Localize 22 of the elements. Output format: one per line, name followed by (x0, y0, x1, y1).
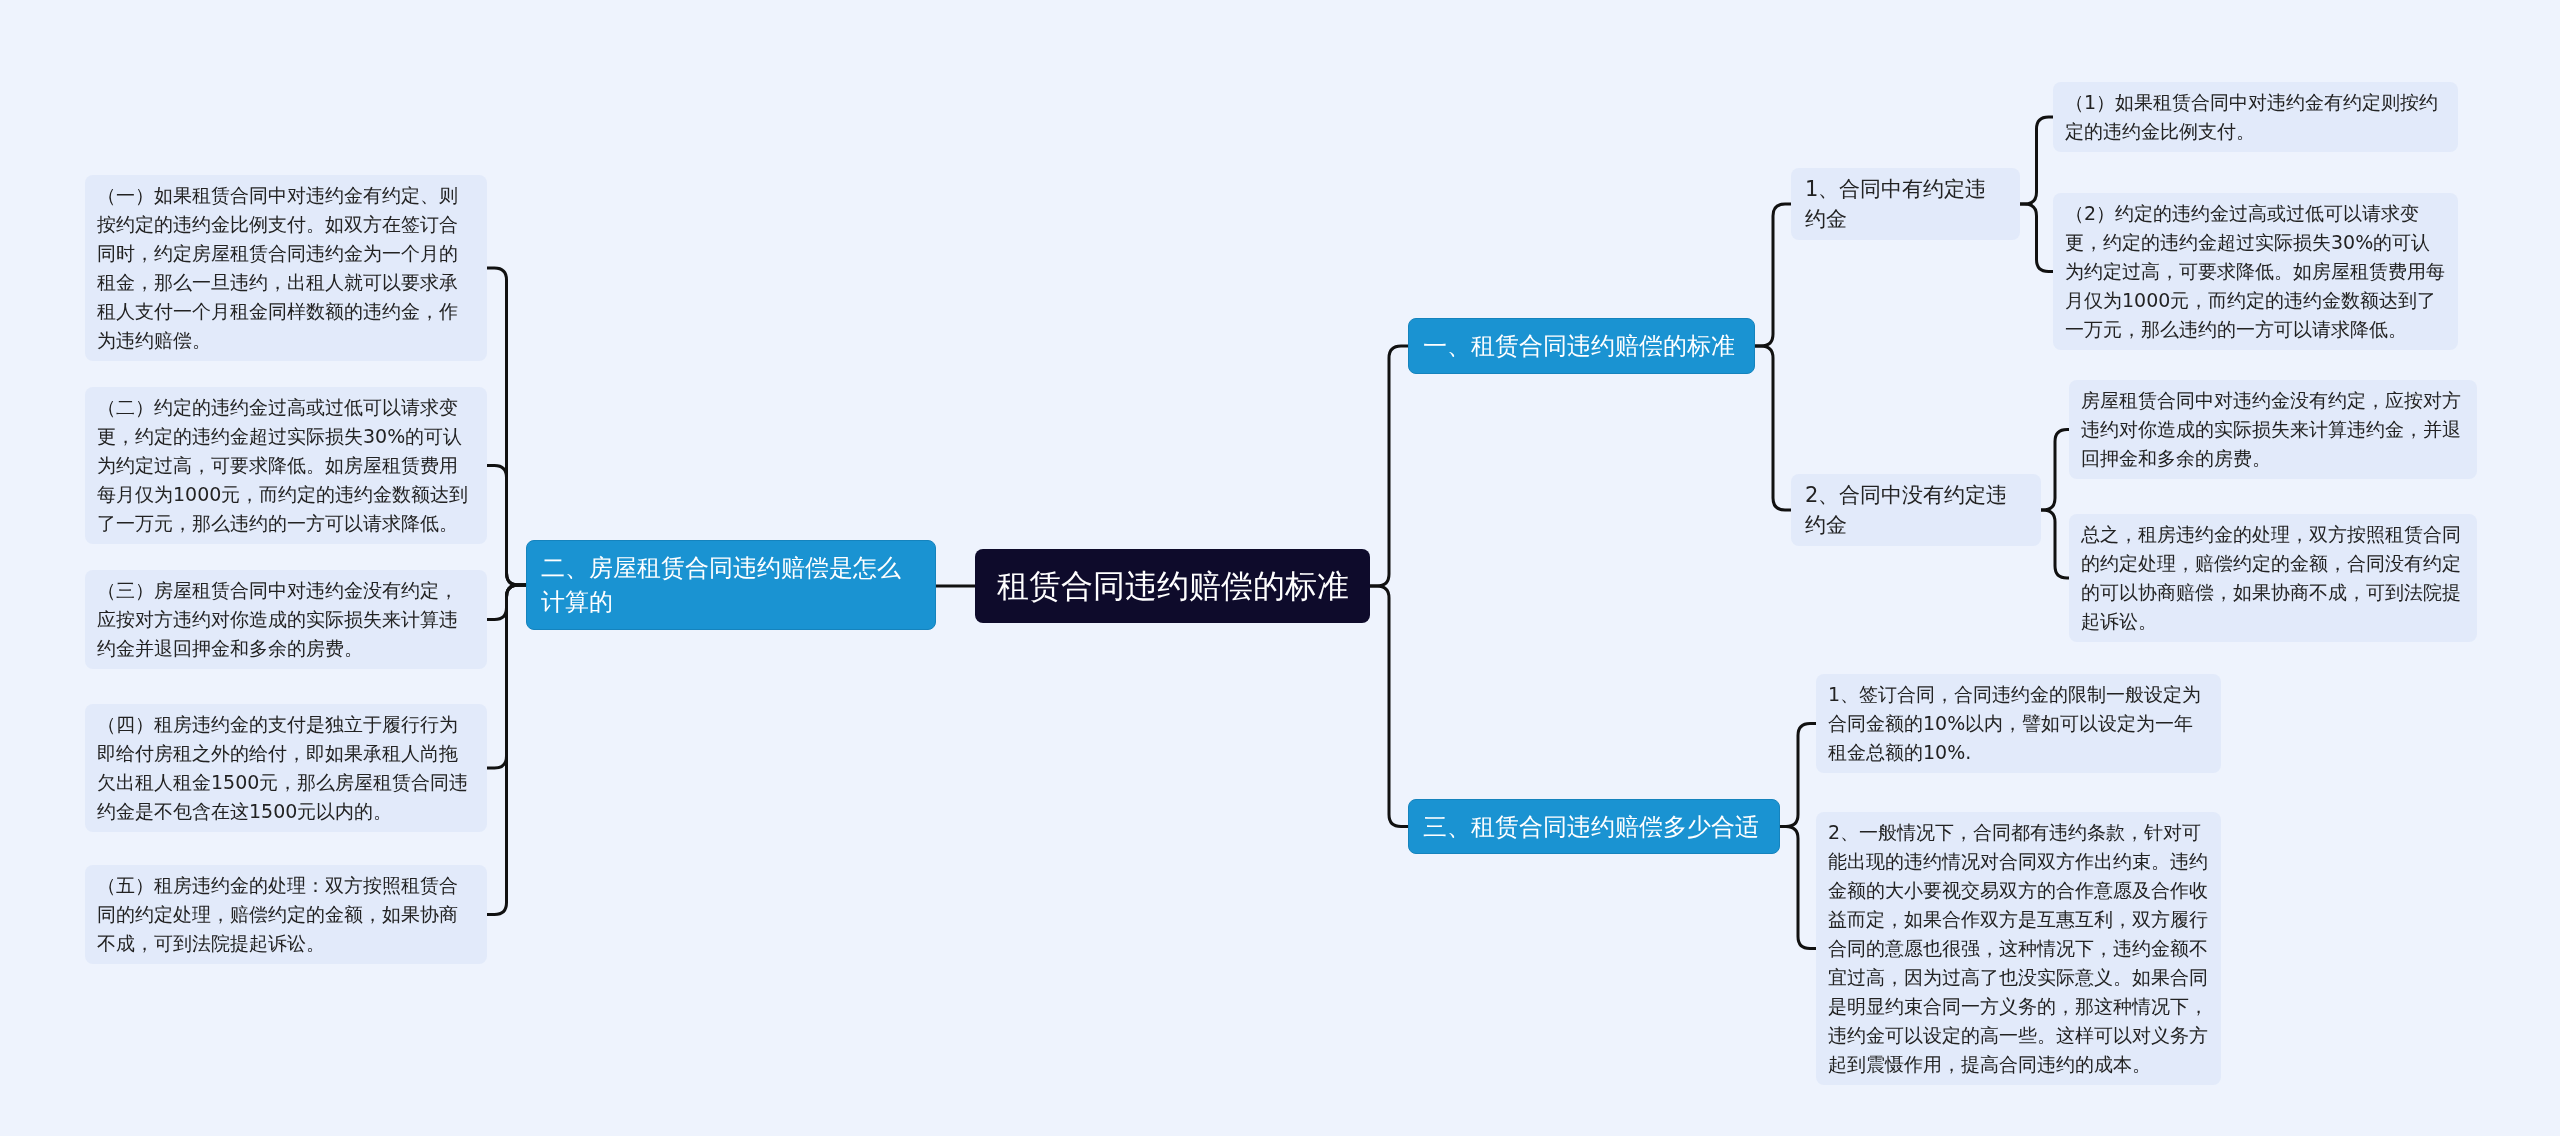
connector-line (1780, 825, 1816, 950)
topic-box: 二、房屋租赁合同违约赔偿是怎么计算的 (526, 540, 936, 630)
note-box: 总之，租房违约金的处理，双方按照租赁合同的约定处理，赔偿约定的金额，合同没有约定的可以协商赔偿，如果协商不成，可到法院提起诉讼。 (2069, 514, 2477, 642)
note-box: （一）如果租赁合同中对违约金有约定、则按约定的违约金比例支付。如双方在签订合同时，约定房屋租赁合同违约金为一个月的租金，那么一旦违约，出租人就可以要求承租人支付一个月租金同样数额的违约金，作为违约赔偿。 (85, 175, 487, 361)
note-box: （1）如果租赁合同中对违约金有约定则按约定的违约金比例支付。 (2053, 82, 2458, 152)
central-topic-box: 租赁合同违约赔偿的标准 (975, 549, 1370, 623)
connector-line (1755, 344, 1791, 512)
note-box: （2）约定的违约金过高或过低可以请求变更，约定的违约金超过实际损失30%的可认为约定过高，可要求降低。如房屋租赁费用每月仅为1000元，而约定的违约金数额达到了一万元，那么违约的一方可以请求降低。 (2053, 193, 2458, 350)
connector-line (936, 584, 975, 588)
topic-box: 一、租赁合同违约赔偿的标准 (1408, 318, 1755, 374)
connector-line (1370, 584, 1408, 828)
subtopic-box: 2、合同中没有约定违约金 (1791, 474, 2041, 546)
note-box: （三）房屋租赁合同中对违约金没有约定，应按对方违约对你造成的实际损失来计算违约金并退回押金和多余的房费。 (85, 570, 487, 669)
subtopic-box: 1、合同中有约定违约金 (1791, 168, 2020, 240)
connector-line (487, 583, 526, 916)
note-box: 1、签订合同，合同违约金的限制一般设定为合同金额的10%以内，譬如可以设定为一年租金总额的10%. (1816, 674, 2221, 773)
note-box: （二）约定的违约金过高或过低可以请求变更，约定的违约金超过实际损失30%的可认为约定过高，可要求降低。如房屋租赁费用每月仅为1000元，而约定的违约金数额达到了一万元，那么违约的一方可以请求降低。 (85, 387, 487, 544)
note-box: （五）租房违约金的处理：双方按照租赁合同的约定处理，赔偿约定的金额，如果协商不成，可到法院提起诉讼。 (85, 865, 487, 964)
note-box: 房屋租赁合同中对违约金没有约定，应按对方违约对你造成的实际损失来计算违约金，并退回押金和多余的房费。 (2069, 380, 2477, 479)
note-box: （四）租房违约金的支付是独立于履行行为即给付房租之外的给付，即如果承租人尚拖欠出租人租金1500元，那么房屋租赁合同违约金是不包含在这1500元以内的。 (85, 704, 487, 832)
note-box: 2、一般情况下，合同都有违约条款，针对可能出现的违约情况对合同双方作出约束。违约金额的大小要视交易双方的合作意愿及合作收益而定，如果合作双方是互惠互利，双方履行合同的意愿也很强，这种情况下，违约金额不宜过高，因为过高了也没实际意义。如果合同是明显约束合同一方义务的，那这种情况下，违约金可以设定的高一些。这样可以对义务方起到震慑作用，提高合同违约的成本。 (1816, 812, 2221, 1085)
topic-box: 三、租赁合同违约赔偿多少合适 (1408, 799, 1780, 854)
